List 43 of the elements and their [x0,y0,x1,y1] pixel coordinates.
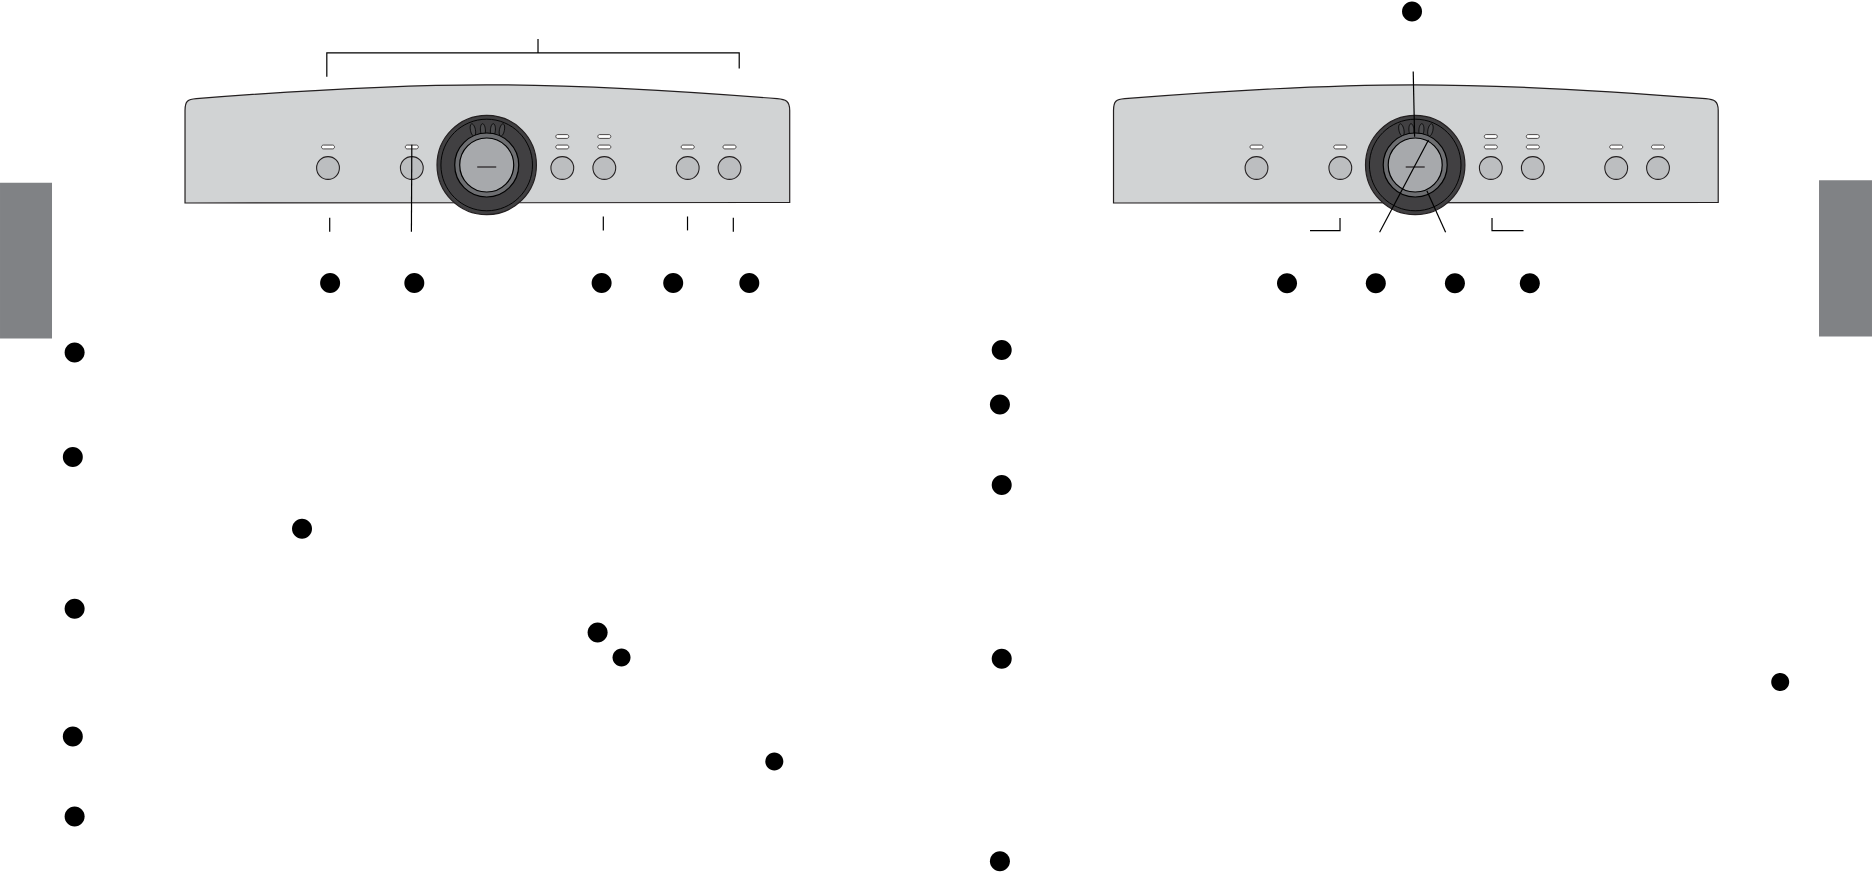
callout-dot [612,648,631,667]
callout-dot [591,273,612,293]
push-button [1478,134,1503,180]
push-button [1646,144,1670,180]
callout-dot [64,806,85,827]
leader-line [1379,139,1430,233]
callout-dot [1771,673,1790,692]
callout-dot [292,518,312,539]
callout-dot [765,752,784,771]
callout-dot [991,340,1012,361]
push-button [1244,144,1269,180]
callout-dot [320,273,341,293]
push-button [316,144,340,180]
callout-dot [989,851,1010,872]
push-button [550,134,575,180]
push-button [1328,144,1353,180]
callout-dot [991,648,1012,669]
callout-dot [64,598,85,619]
push-button [399,144,424,180]
callout-dot [1277,273,1297,294]
push-button [675,144,700,180]
callout-dot [404,273,425,293]
leader-line [1426,190,1447,233]
callout-dot [739,273,760,293]
callout-dot [587,622,608,643]
dial [1364,114,1466,216]
callout-dot [1519,273,1540,294]
push-button [592,134,617,180]
callout-dot [64,342,85,363]
callout-dot [62,447,83,467]
leader-line [1412,70,1416,138]
callout-dot [1365,273,1386,294]
push-button [1604,144,1629,180]
callout-dot [1444,273,1465,294]
push-button [717,144,742,180]
callout-dot [663,273,684,293]
callout-dot [1402,1,1422,22]
callout-dot [989,394,1010,415]
push-button [1520,134,1545,180]
callout-dot [991,475,1012,495]
callout-dot [62,726,83,747]
dial [436,114,537,216]
leader-line [410,144,413,233]
